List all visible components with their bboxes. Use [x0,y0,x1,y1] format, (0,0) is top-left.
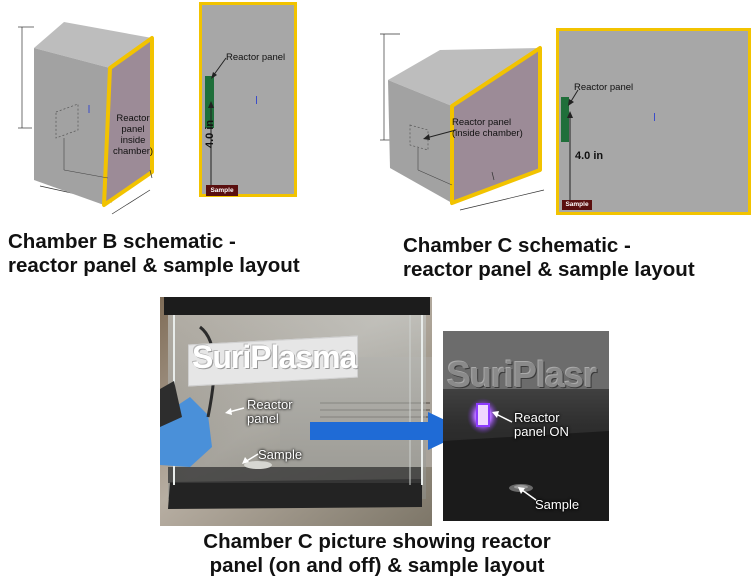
chamber-c-iso-label-line2: (inside chamber) [452,128,523,139]
right-sample-label: Sample [535,497,580,512]
chamber-b-iso-label-line1: Reactor panel [116,113,150,135]
chamber-b-iso-label-line2: inside chamber) [112,135,154,157]
chamber-b-iso-label: Reactor panel inside chamber) [108,113,158,157]
chamber-b-center-mark [256,96,257,104]
chamber-b-distance-line [208,101,214,185]
right-reactor-arrow [492,411,513,423]
left-reactor-label: Reactor panel [247,398,293,426]
left-reactor-label-line1: Reactor [247,397,293,412]
chamber-c-distance-label: 4.0 in [575,150,604,162]
left-sample-arrow [242,453,259,464]
chamber-c-top-label: Reactor panel [574,82,634,93]
photos-caption: Chamber C picture showing reactor panel … [0,530,754,578]
right-sample-arrow [518,487,537,501]
chamber-b-distance-label: 4.0 in [204,119,216,148]
brand-text-left: SuriPlasma [192,339,357,375]
left-sample-label: Sample [258,447,303,462]
right-reactor-label-line2: panel ON [514,424,569,439]
chamber-c-caption-line1: Chamber C schematic - [403,234,631,257]
chamber-b-top-label: Reactor panel [226,52,286,63]
chamber-c-iso-schematic [380,33,545,211]
chamber-c-arrow [568,89,579,106]
right-reactor-label-line1: Reactor [514,410,560,425]
chamber-c-caption-line2: reactor panel & sample layout [403,258,695,281]
chamber-b-caption-line1: Chamber B schematic - [8,230,236,253]
chamber-c-reactor-panel-bar [561,97,569,142]
chamber-c-caption: Chamber C schematic - reactor panel & sa… [403,234,695,282]
chamber-b-arrow [211,57,227,79]
chamber-b-sample-box: Sample [206,185,238,196]
photos-caption-line2: panel (on and off) & sample layout [209,554,545,577]
chamber-c-distance-line [567,111,573,200]
chamber-c-photo-on [443,331,609,521]
chamber-b-iso-schematic [18,22,154,215]
left-reactor-label-line2: panel [247,411,279,426]
chamber-c-iso-label-line1: Reactor panel [452,117,512,128]
chamber-c-top-view [556,28,751,215]
photos-caption-line1: Chamber C picture showing reactor [203,530,551,553]
brand-text-right: SuriPlasr [447,354,597,395]
chamber-b-caption: Chamber B schematic - reactor panel & sa… [8,230,300,278]
chamber-c-sample-box: Sample [562,200,592,210]
chamber-b-top-view [199,2,297,197]
chamber-b-caption-line2: reactor panel & sample layout [8,254,300,277]
chamber-c-iso-label: Reactor panel (inside chamber) [452,117,523,139]
chamber-b-reactor-panel-bar [205,76,214,128]
transition-arrow [310,412,468,450]
chamber-c-center-mark [654,113,655,121]
right-reactor-label: Reactor panel ON [514,411,569,439]
left-reactor-arrow [225,407,245,415]
